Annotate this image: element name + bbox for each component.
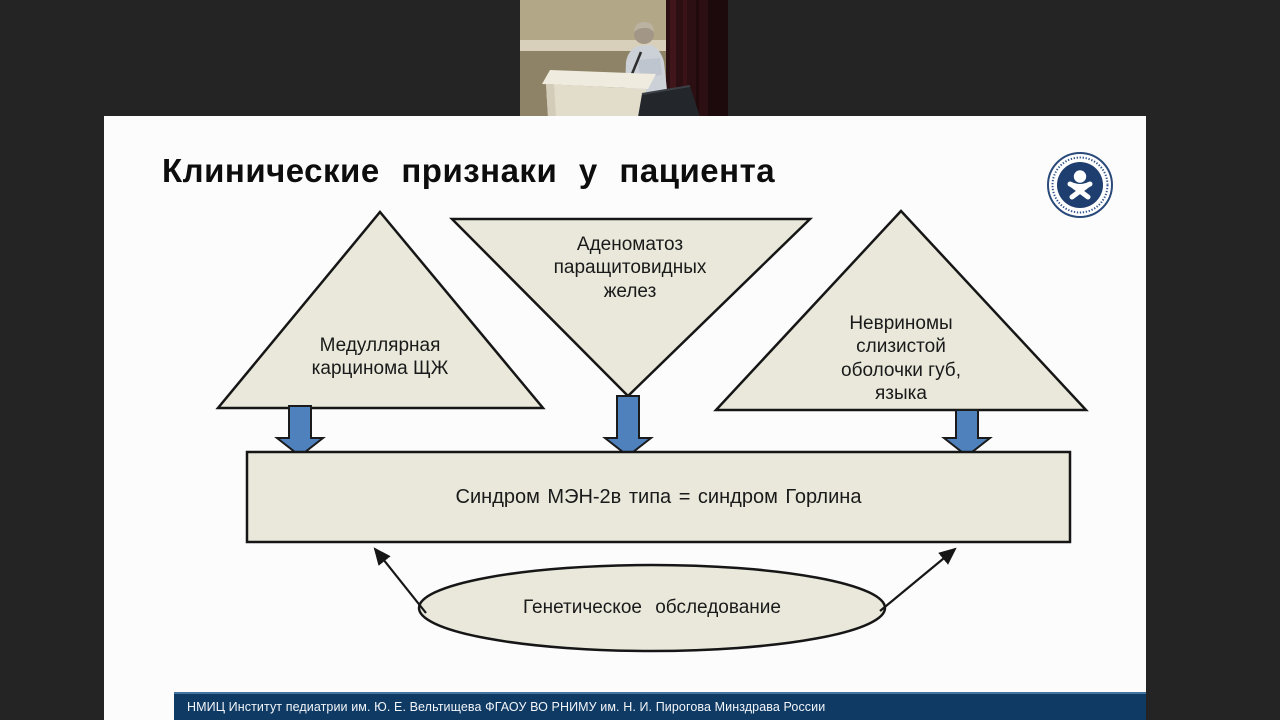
- triangle-label-adenomatosis: Аденоматоз паращитовидных желез: [553, 234, 707, 302]
- triangle-neurinomas: [713, 209, 1089, 412]
- arrow-ellipse-to-box-right: [879, 547, 957, 612]
- down-arrow-right-icon: [941, 409, 993, 458]
- diagram: [215, 209, 1089, 653]
- footer-institute-name: НМИЦ Институт педиатрии им. Ю. Е. Вельти…: [187, 700, 826, 714]
- slide-footer-bar: НМИЦ Институт педиатрии им. Ю. Е. Вельти…: [174, 692, 1146, 720]
- presentation-slide: Клинические признаки у пациента: [104, 116, 1146, 720]
- presenter-video-feed[interactable]: [520, 0, 728, 117]
- triangle-adenomatosis: [448, 217, 814, 398]
- triangle-label-neurinomas: Невриномы слизистой оболочки губ, языка: [841, 313, 961, 405]
- institute-logo: [1047, 152, 1113, 218]
- slide-title: Клинические признаки у пациента: [162, 152, 776, 189]
- presenter-video-scene: [520, 0, 728, 117]
- logo-ring-text: [1051, 156, 1109, 214]
- syndrome-box-label: Синдром МЭН-2в типа = синдром Горлина: [455, 485, 862, 508]
- triangle-medullary-carcinoma: [215, 210, 546, 410]
- down-arrow-middle-icon: [602, 395, 654, 458]
- triangle-label-medullary-carcinoma: Медуллярная карцинома ЩЖ: [311, 335, 449, 380]
- down-arrow-left-icon: [274, 405, 326, 458]
- syndrome-box: [245, 450, 1072, 544]
- genetic-testing-label: Генетическое обследование: [523, 597, 781, 619]
- arrow-ellipse-to-box-left: [373, 547, 427, 614]
